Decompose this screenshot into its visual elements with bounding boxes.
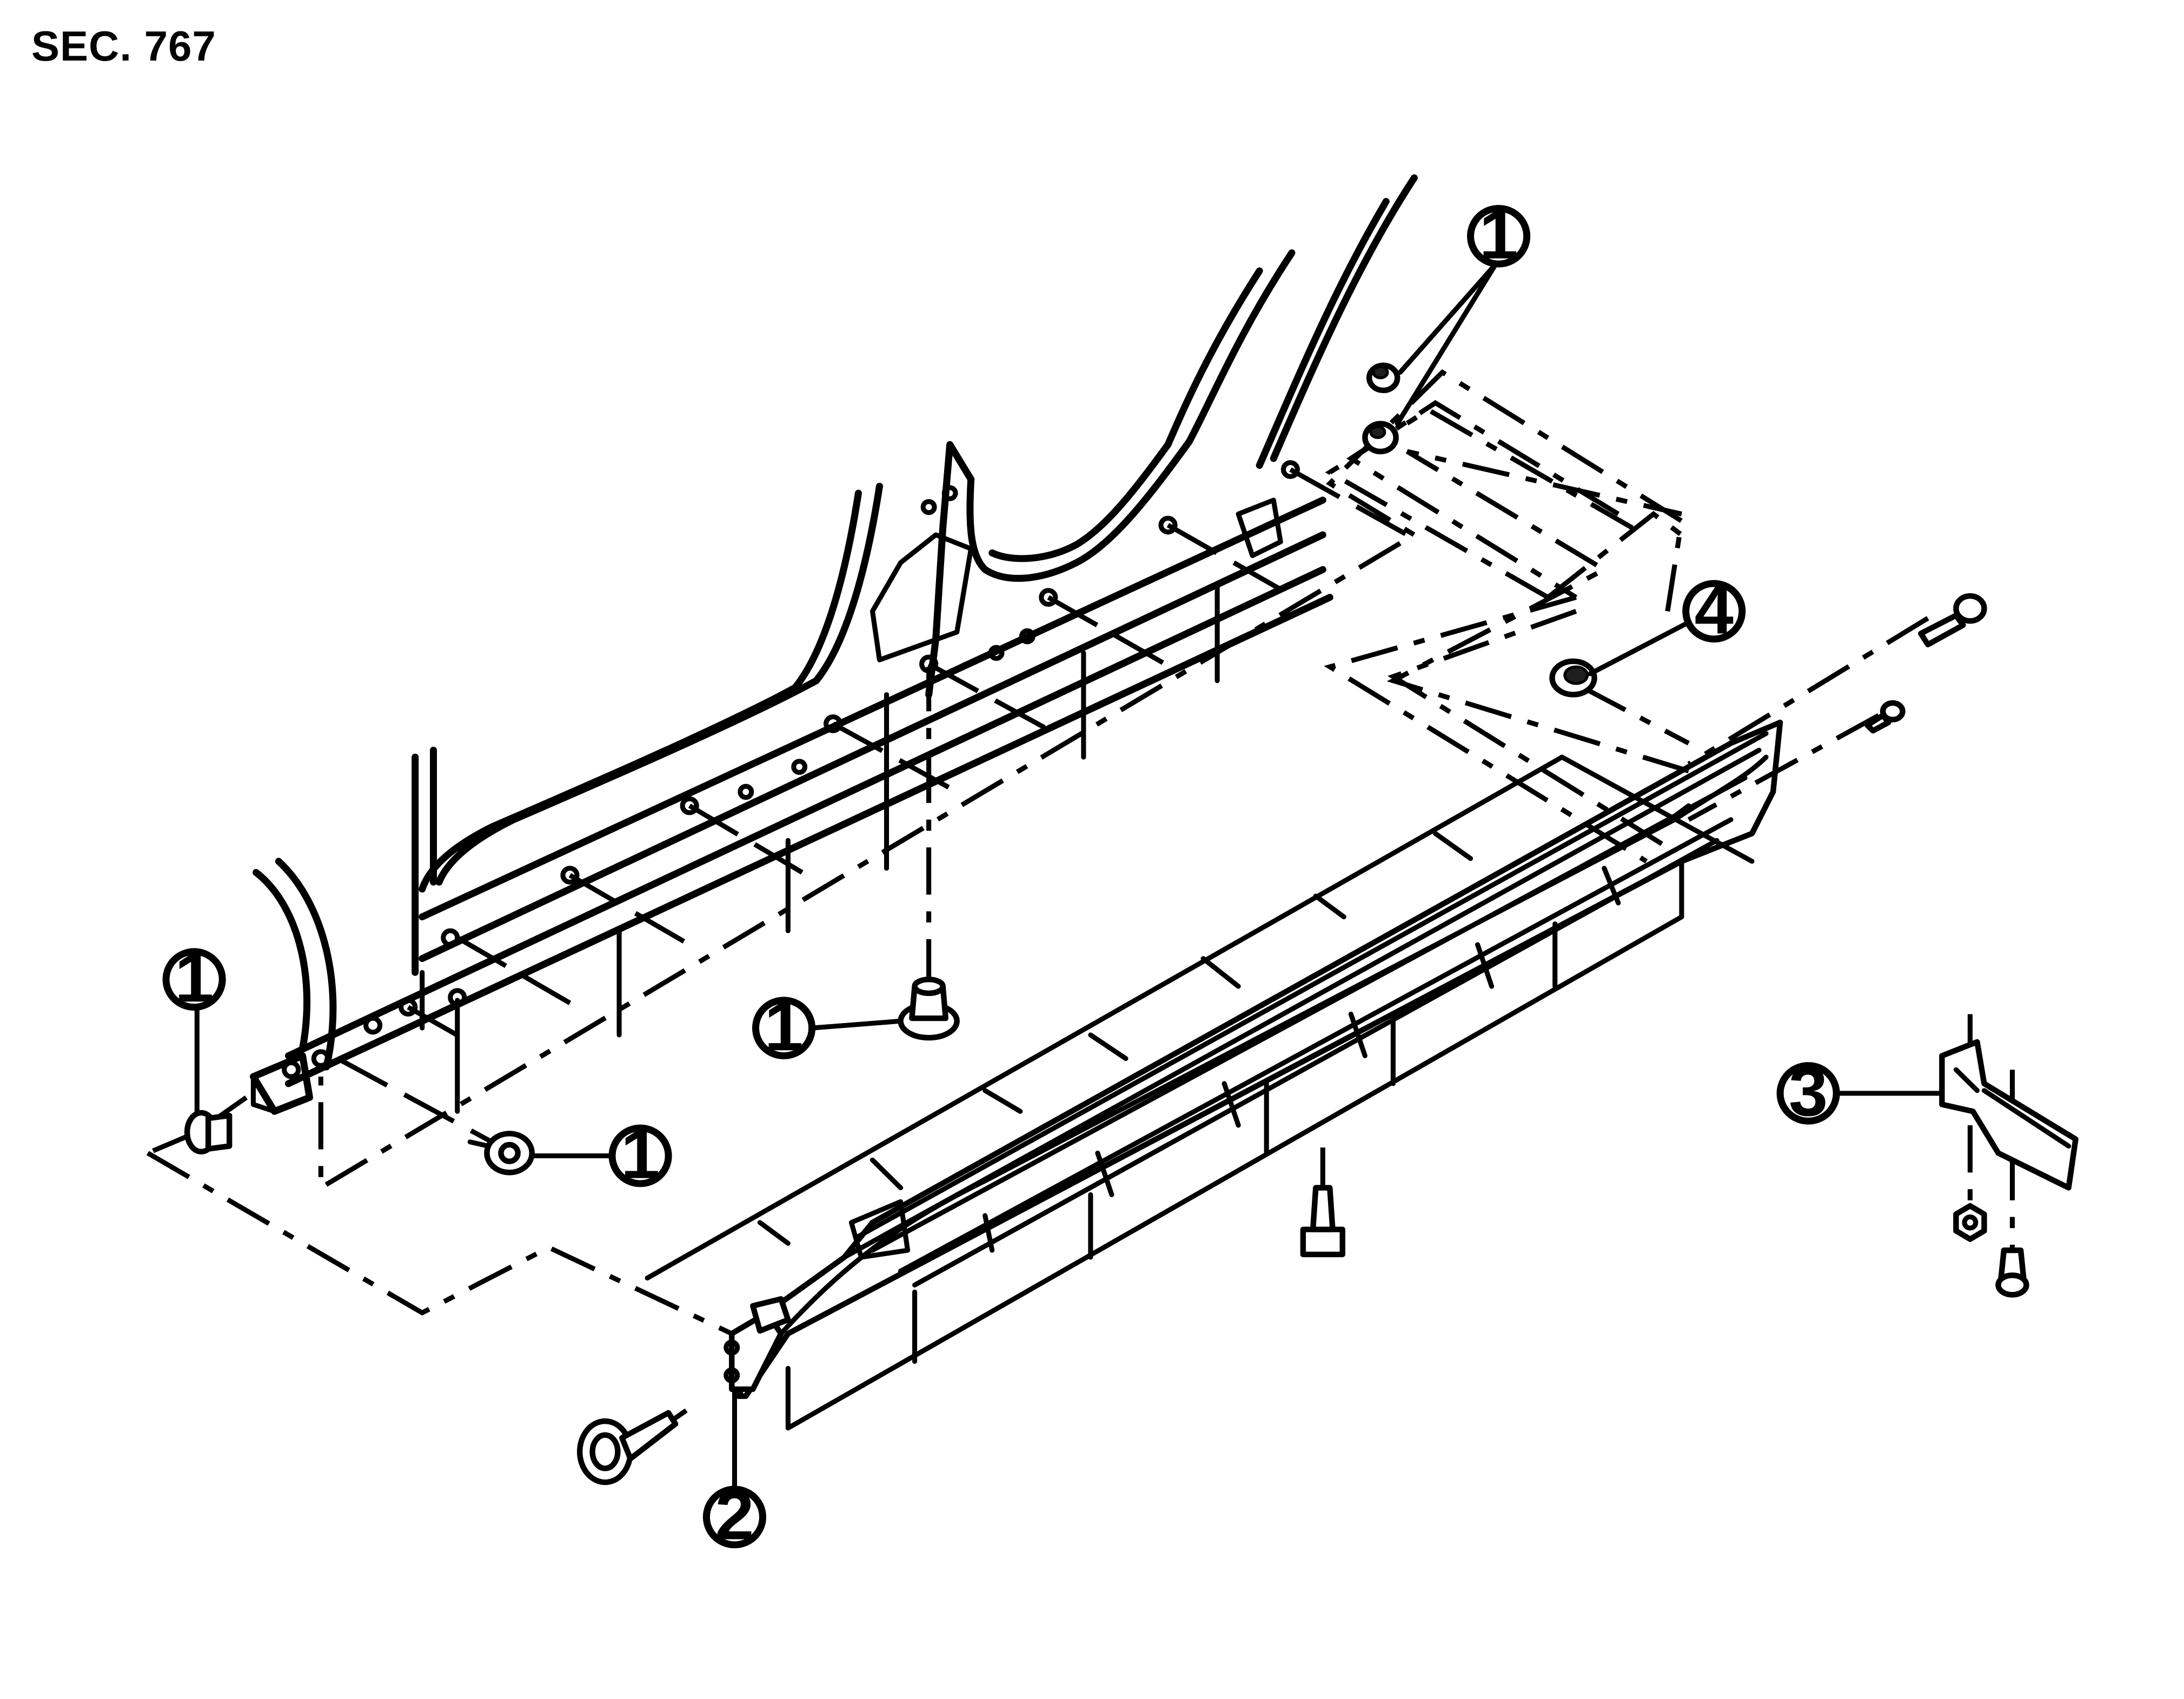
clip-lower-pushpin (467, 1131, 535, 1176)
clip-center-grommet (898, 977, 960, 1041)
side-sill-cover (723, 719, 1783, 1399)
vehicle-body-side (249, 174, 1418, 1115)
callout-3: 3 (1776, 1053, 1942, 1131)
alignment-lines (146, 369, 2015, 1440)
clip-rear-lower (1864, 700, 1906, 734)
svg-text:1: 1 (1479, 196, 1518, 274)
svg-text:4: 4 (1695, 571, 1734, 648)
callout-1-left: 1 (162, 939, 226, 1114)
bracket-3 (1939, 1039, 2079, 1191)
clip-3-lower (1995, 1247, 2029, 1298)
clip-4-retainer (1549, 658, 1597, 698)
callout-1-top: 1 (1395, 196, 1531, 427)
svg-text:3: 3 (1789, 1053, 1828, 1131)
clip-top-2 (1362, 421, 1399, 455)
nut-3 (1953, 1203, 1987, 1242)
callout-1-lower: 1 (529, 1116, 672, 1193)
screw-front (577, 1410, 679, 1485)
callout-4: 4 (1588, 571, 1746, 676)
clip-left-pushpin (184, 1110, 233, 1154)
svg-text:2: 2 (715, 1477, 754, 1554)
svg-text:1: 1 (764, 988, 803, 1065)
callout-2: 2 (702, 1386, 767, 1554)
screw-rear-upper (1918, 593, 1987, 648)
svg-text:1: 1 (175, 939, 214, 1017)
clip-top-1 (1366, 362, 1400, 394)
callout-1-center: 1 (752, 988, 904, 1065)
section-label: SEC. 767 (31, 22, 216, 70)
svg-text:1: 1 (621, 1116, 660, 1193)
bolt-center (1300, 1185, 1345, 1258)
